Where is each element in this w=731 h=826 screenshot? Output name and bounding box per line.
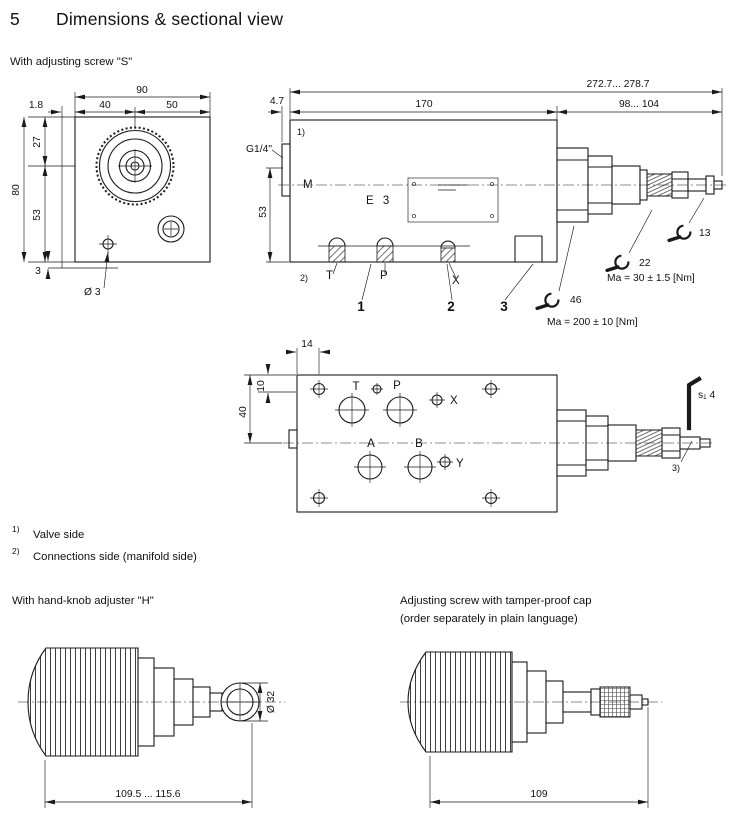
label-port-m: M: [303, 179, 313, 191]
wrench-icon-13: [667, 222, 694, 251]
footnote-2-text: Connections side (manifold side): [33, 551, 197, 563]
valve-body-bottom: [296, 374, 558, 513]
footnote-1-text: Valve side: [33, 529, 84, 541]
hand-knob-extension-lines: [44, 682, 268, 808]
footnote-1-ref: 1): [12, 524, 20, 534]
dim-w1: 40: [99, 100, 111, 111]
caption-hand-knob: With hand-knob adjuster "H": [12, 595, 154, 607]
bottom-view-dimension-lines: [247, 349, 330, 443]
label-port-p: P: [380, 270, 388, 282]
label-port-y: Y: [456, 458, 464, 470]
dim-knob-diameter: Ø 32: [266, 691, 277, 714]
caption-tamper-2: (order separately in plain language): [400, 613, 578, 625]
dim-base: 3: [35, 266, 41, 277]
caption-adjusting-screw: With adjusting screw "S": [10, 56, 132, 68]
torque-nut: Ma = 200 ± 10 [Nm]: [547, 317, 638, 328]
label-port-a: A: [367, 438, 375, 450]
tamper-cap-view: Adjusting screw with tamper-proof cap (o…: [400, 595, 662, 808]
label-port-t-bottom: T: [352, 381, 359, 393]
page-title: Dimensions & sectional view: [56, 9, 283, 29]
label-port-t: T: [326, 270, 333, 282]
hex-key: [686, 376, 702, 431]
item-2: 2: [447, 299, 455, 314]
label-port-b: B: [415, 438, 423, 450]
gauge-port-plate: [281, 143, 291, 197]
page-header: 5 Dimensions & sectional view With adjus…: [10, 9, 283, 68]
dim-height-total: 80: [11, 184, 22, 196]
wrench-icon-46: [535, 290, 562, 319]
front-view: 90 1.8 40 50 27 80 53 3 Ø 3: [11, 85, 211, 298]
dim-hand-knob-length: 109.5 ... 115.6: [115, 789, 180, 800]
dim-hole-diameter: Ø 3: [84, 287, 101, 298]
side-tab: [288, 429, 298, 449]
front-view-extension-lines: [28, 92, 211, 268]
dim-port-height: 53: [258, 206, 269, 218]
hex-key-size: s₁ 4: [698, 390, 715, 401]
footnote-2-ref: 2): [12, 546, 20, 556]
item-1: 1: [357, 299, 365, 314]
dim-h2: 53: [32, 209, 43, 221]
ports: [335, 383, 453, 483]
valve-body-side: [289, 119, 558, 263]
dim-h1: 27: [32, 136, 43, 148]
caption-tamper-1: Adjusting screw with tamper-proof cap: [400, 595, 592, 607]
dim-screw-length: 98... 104: [619, 99, 659, 110]
ref-3: 3): [672, 463, 680, 473]
end-plug: [514, 235, 543, 262]
hand-knob-view: With hand-knob adjuster "H" Ø 32 109.5 .…: [12, 595, 285, 808]
item-leaders: [332, 262, 534, 301]
dim-width-total: 90: [136, 85, 148, 96]
label-stamp: E 3: [366, 195, 392, 207]
port-sections: [318, 237, 470, 263]
dim-hole-offset: 14: [301, 339, 313, 350]
dim-tamper-length: 109: [530, 789, 547, 800]
footnotes: 1) Valve side 2) Connections side (manif…: [12, 524, 197, 563]
dim-plate: 4.7: [270, 96, 285, 107]
dim-length-total: 272.7... 278.7: [587, 79, 650, 90]
tamper-extension-lines: [429, 707, 649, 808]
dim-row-a: 40: [238, 406, 249, 418]
item-3: 3: [500, 299, 508, 314]
mounting-holes: [310, 380, 500, 507]
section-number: 5: [10, 9, 20, 29]
label-port-x-bottom: X: [450, 395, 458, 407]
front-view-dimension-lines: [21, 94, 210, 289]
label-port-x: X: [452, 275, 460, 287]
wrench-size-13: 13: [699, 228, 711, 239]
label-gauge-port: G1/4": [246, 144, 272, 155]
ref-valve-side: 1): [297, 127, 305, 137]
dim-offset: 1.8: [29, 100, 44, 111]
torque-screw: Ma = 30 ± 1.5 [Nm]: [607, 273, 695, 284]
dim-row-x: 10: [256, 380, 267, 392]
wrench-size-22: 22: [639, 258, 651, 269]
dim-body-length: 170: [415, 99, 432, 110]
side-view: 272.7... 278.7 4.7 170 98... 104 1) G1/4…: [246, 79, 728, 328]
valve-body-front: [74, 116, 211, 263]
side-view-dimension-lines: [267, 89, 722, 262]
ref-connections-side: 2): [300, 273, 308, 283]
label-port-p-bottom: P: [393, 380, 401, 392]
bottom-view-extension-lines: [244, 348, 693, 463]
wrench-size-46: 46: [570, 295, 582, 306]
wrench-callouts: [535, 197, 705, 319]
nameplate: [407, 177, 499, 223]
bottom-view: 14 10 40 T P X A B Y s₁ 4 3): [238, 339, 715, 513]
dim-w2: 50: [166, 100, 178, 111]
